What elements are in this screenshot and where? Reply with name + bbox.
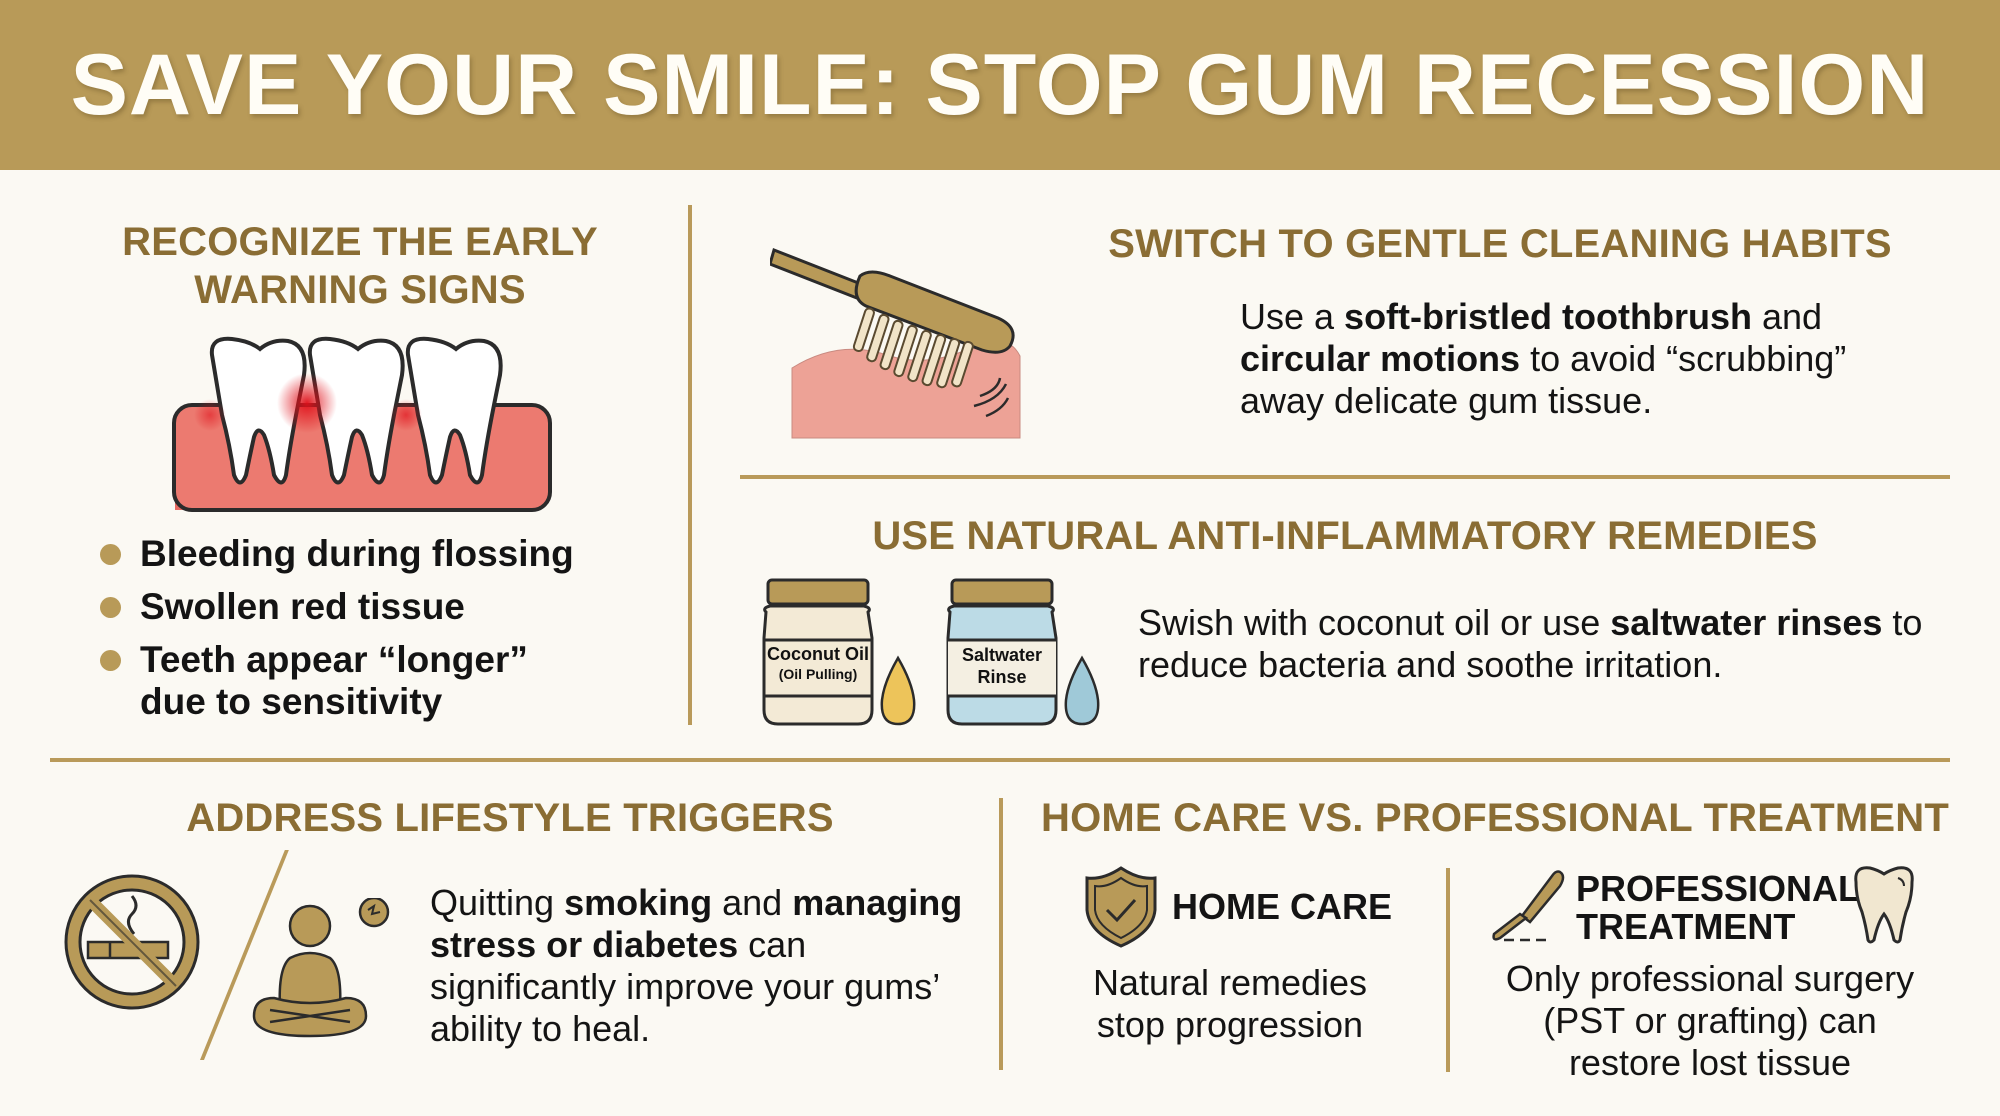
page-title: SAVE YOUR SMILE: STOP GUM RECESSION bbox=[70, 36, 1930, 133]
teeth-gums-inflamed-icon bbox=[172, 336, 552, 512]
bullet-dot-icon bbox=[100, 544, 121, 565]
remedies-heading: USE NATURAL ANTI-INFLAMMATORY REMEDIES bbox=[872, 514, 1818, 558]
cleaning-heading: SWITCH TO GENTLE CLEANING HABITS bbox=[1108, 222, 1892, 266]
cleaning-description: Use a soft-bristled toothbrush and circu… bbox=[1240, 296, 1847, 421]
column-divider bbox=[688, 205, 692, 725]
list-item: Teeth appear “longer” due to sensitivity bbox=[100, 639, 540, 723]
comparison-divider bbox=[1446, 868, 1450, 1072]
list-item: Swollen red tissue bbox=[100, 586, 660, 628]
scalpel-icon bbox=[1492, 870, 1565, 942]
list-item: Bleeding during flossing bbox=[100, 533, 660, 575]
header-banner: SAVE YOUR SMILE: STOP GUM RECESSION bbox=[0, 0, 2000, 170]
home-care-description: Natural remedies stop progression bbox=[1092, 962, 1368, 1045]
lifestyle-heading: ADDRESS LIFESTYLE TRIGGERS bbox=[186, 796, 834, 840]
remedies-description: Swish with coconut oil or use saltwater … bbox=[1138, 602, 1923, 685]
column-divider bbox=[999, 798, 1003, 1070]
professional-title: PROFESSIONAL TREATMENT bbox=[1576, 868, 1861, 947]
heading-line: RECOGNIZE THE EARLY bbox=[122, 220, 598, 264]
home-care-title: HOME CARE bbox=[1172, 886, 1393, 927]
comparison-heading: HOME CARE VS. PROFESSIONAL TREATMENT bbox=[1040, 796, 1949, 840]
jar-label: Saltwater Rinse bbox=[961, 645, 1043, 687]
professional-description: Only professional surgery (PST or grafti… bbox=[1505, 958, 1915, 1083]
lifestyle-description: Quitting smoking and managing stress or … bbox=[430, 882, 963, 1049]
shield-check-icon bbox=[1085, 866, 1157, 948]
heading-line: WARNING SIGNS bbox=[194, 268, 526, 312]
section-divider bbox=[50, 758, 1950, 762]
warning-signs-heading: RECOGNIZE THE EARLY WARNING SIGNS bbox=[60, 218, 660, 314]
coconut-oil-jar-icon: Coconut Oil (Oil Pulling) bbox=[760, 578, 935, 728]
warning-signs-list: Bleeding during flossing Swollen red tis… bbox=[100, 533, 660, 734]
toothbrush-on-gum-icon bbox=[770, 248, 1021, 439]
bullet-dot-icon bbox=[100, 650, 121, 671]
bullet-dot-icon bbox=[100, 597, 121, 618]
meditation-stress-icon bbox=[252, 898, 390, 1038]
section-divider bbox=[740, 475, 1950, 479]
saltwater-jar-icon: Saltwater Rinse bbox=[944, 578, 1119, 728]
no-smoking-icon bbox=[64, 874, 200, 1010]
jar-label: Coconut Oil (Oil Pulling) bbox=[767, 644, 869, 682]
tooth-icon bbox=[1854, 866, 1914, 944]
